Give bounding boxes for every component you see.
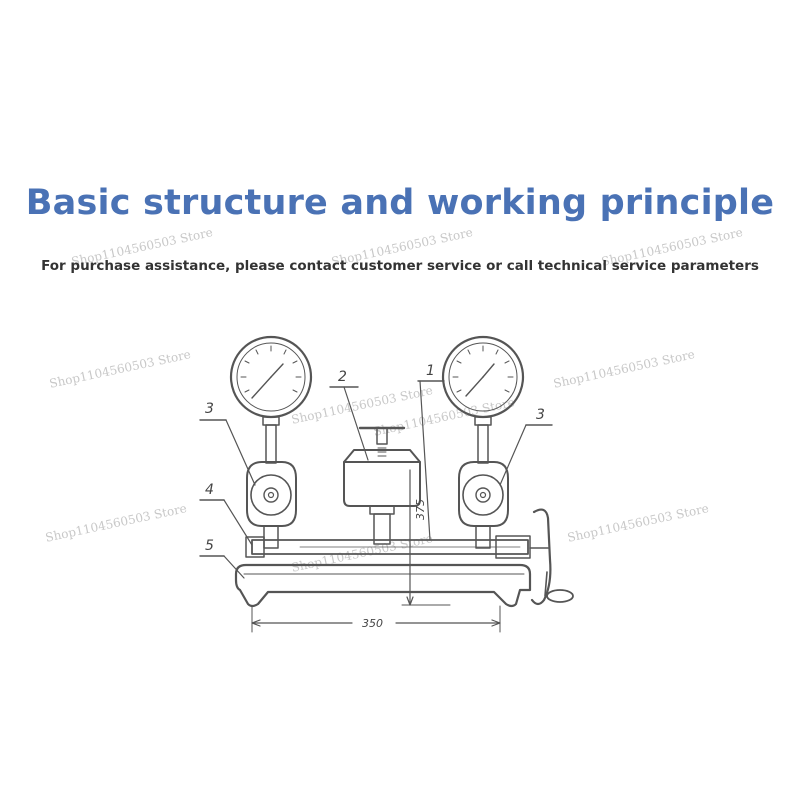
part-label: 3 [205,401,214,417]
dimension-lines [251,469,501,633]
part-label: 4 [205,482,214,498]
part-label: 3 [536,407,545,423]
dimension-width-label: 350 [362,617,383,630]
right-valve [458,461,509,549]
part-label: 2 [338,369,347,385]
dimension-height-label: 375 [414,499,427,520]
oil-cup [343,426,421,545]
leader-lines [199,380,553,579]
hand-wheel [529,508,574,606]
part-label: 1 [426,363,435,379]
page-subtitle: For purchase assistance, please contact … [41,258,759,274]
left-pressure-gauge [229,335,313,464]
page-title: Basic structure and working principle [25,183,775,223]
right-pressure-gauge [441,335,525,464]
screw-press-pipe [245,535,531,559]
part-label: 5 [205,538,214,554]
left-valve [246,461,297,549]
base [234,563,532,608]
